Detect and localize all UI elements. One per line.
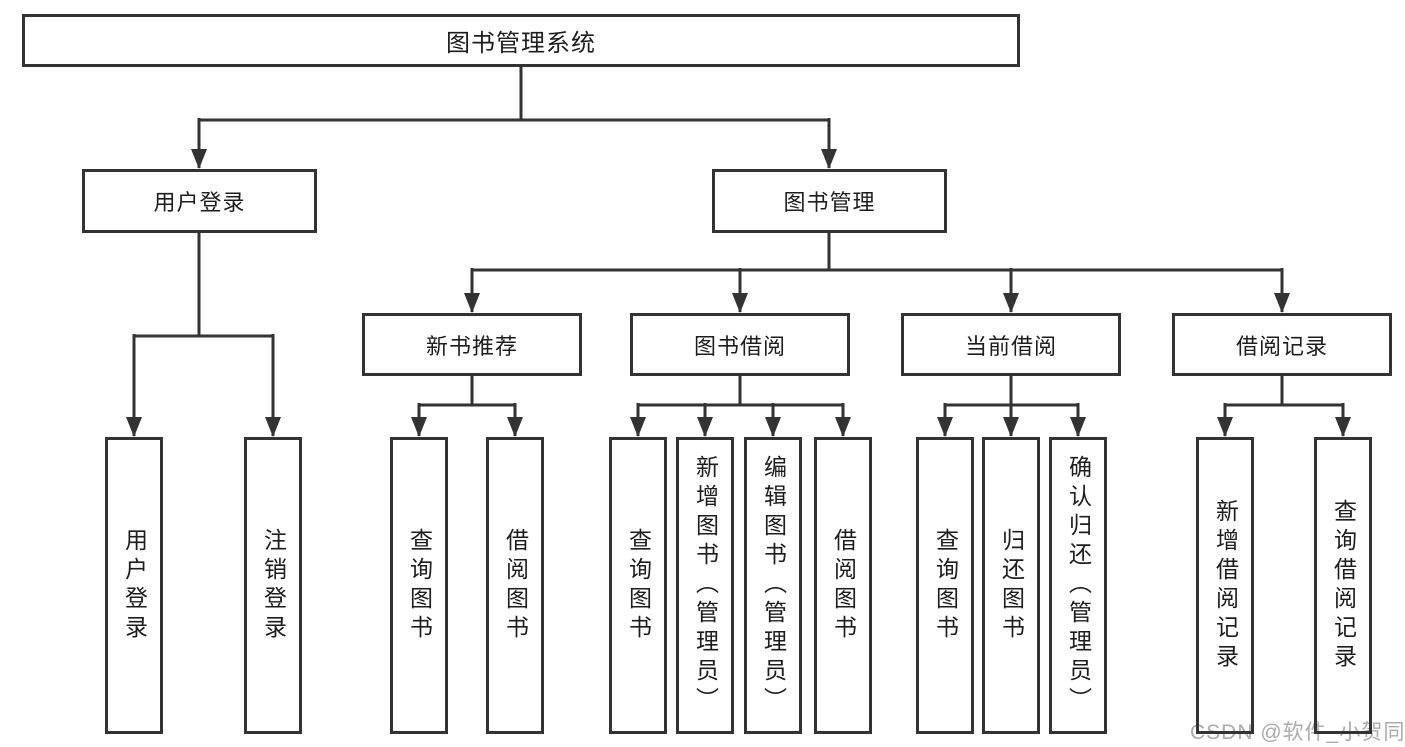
leaf-query-borrow-record: 查询借阅记录: [1314, 437, 1372, 734]
leaf-query-books-borrow-label: 查询图书: [625, 527, 652, 644]
watermark: CSDN @软件_小贺同学: [1190, 721, 1405, 744]
node-new-book-recommend: 新书推荐: [362, 313, 582, 376]
leaf-user-login-label: 用户登录: [121, 527, 148, 644]
leaf-query-books-borrow: 查询图书: [609, 437, 667, 734]
node-user-login: 用户登录: [82, 169, 317, 233]
node-book-borrow: 图书借阅: [630, 313, 850, 376]
leaf-logout: 注销登录: [244, 437, 302, 734]
leaf-logout-label: 注销登录: [260, 527, 287, 644]
node-borrow-records: 借阅记录: [1172, 313, 1392, 376]
leaf-add-borrow-record-label: 新增借阅记录: [1212, 498, 1239, 673]
leaf-confirm-return-admin: 确认归还（管理员）: [1049, 437, 1107, 734]
leaf-query-borrow-record-label: 查询借阅记录: [1330, 498, 1357, 673]
leaf-confirm-return-admin-label: 确认归还（管理员）: [1065, 455, 1092, 716]
leaf-add-books-admin-label: 新增图书（管理员）: [692, 455, 719, 716]
leaf-user-login: 用户登录: [105, 437, 163, 734]
leaf-query-books-current: 查询图书: [916, 437, 974, 734]
leaf-borrow-books-2: 借阅图书: [814, 437, 872, 734]
leaf-edit-books-admin-label: 编辑图书（管理员）: [760, 455, 787, 716]
leaf-return-books-label: 归还图书: [998, 527, 1025, 644]
leaf-query-books-recommend: 查询图书: [390, 437, 448, 734]
leaf-add-borrow-record: 新增借阅记录: [1196, 437, 1254, 734]
leaf-add-books-admin: 新增图书（管理员）: [676, 437, 734, 734]
leaf-edit-books-admin: 编辑图书（管理员）: [744, 437, 802, 734]
node-current-borrow: 当前借阅: [901, 313, 1121, 376]
leaf-return-books: 归还图书: [982, 437, 1040, 734]
leaf-borrow-books-recommend: 借阅图书: [486, 437, 544, 734]
leaf-borrow-books-2-label: 借阅图书: [830, 527, 857, 644]
leaf-borrow-books-recommend-label: 借阅图书: [502, 527, 529, 644]
node-book-management: 图书管理: [712, 169, 947, 233]
leaf-query-books-recommend-label: 查询图书: [406, 527, 433, 644]
leaf-query-books-current-label: 查询图书: [932, 527, 959, 644]
node-root: 图书管理系统: [22, 14, 1020, 67]
